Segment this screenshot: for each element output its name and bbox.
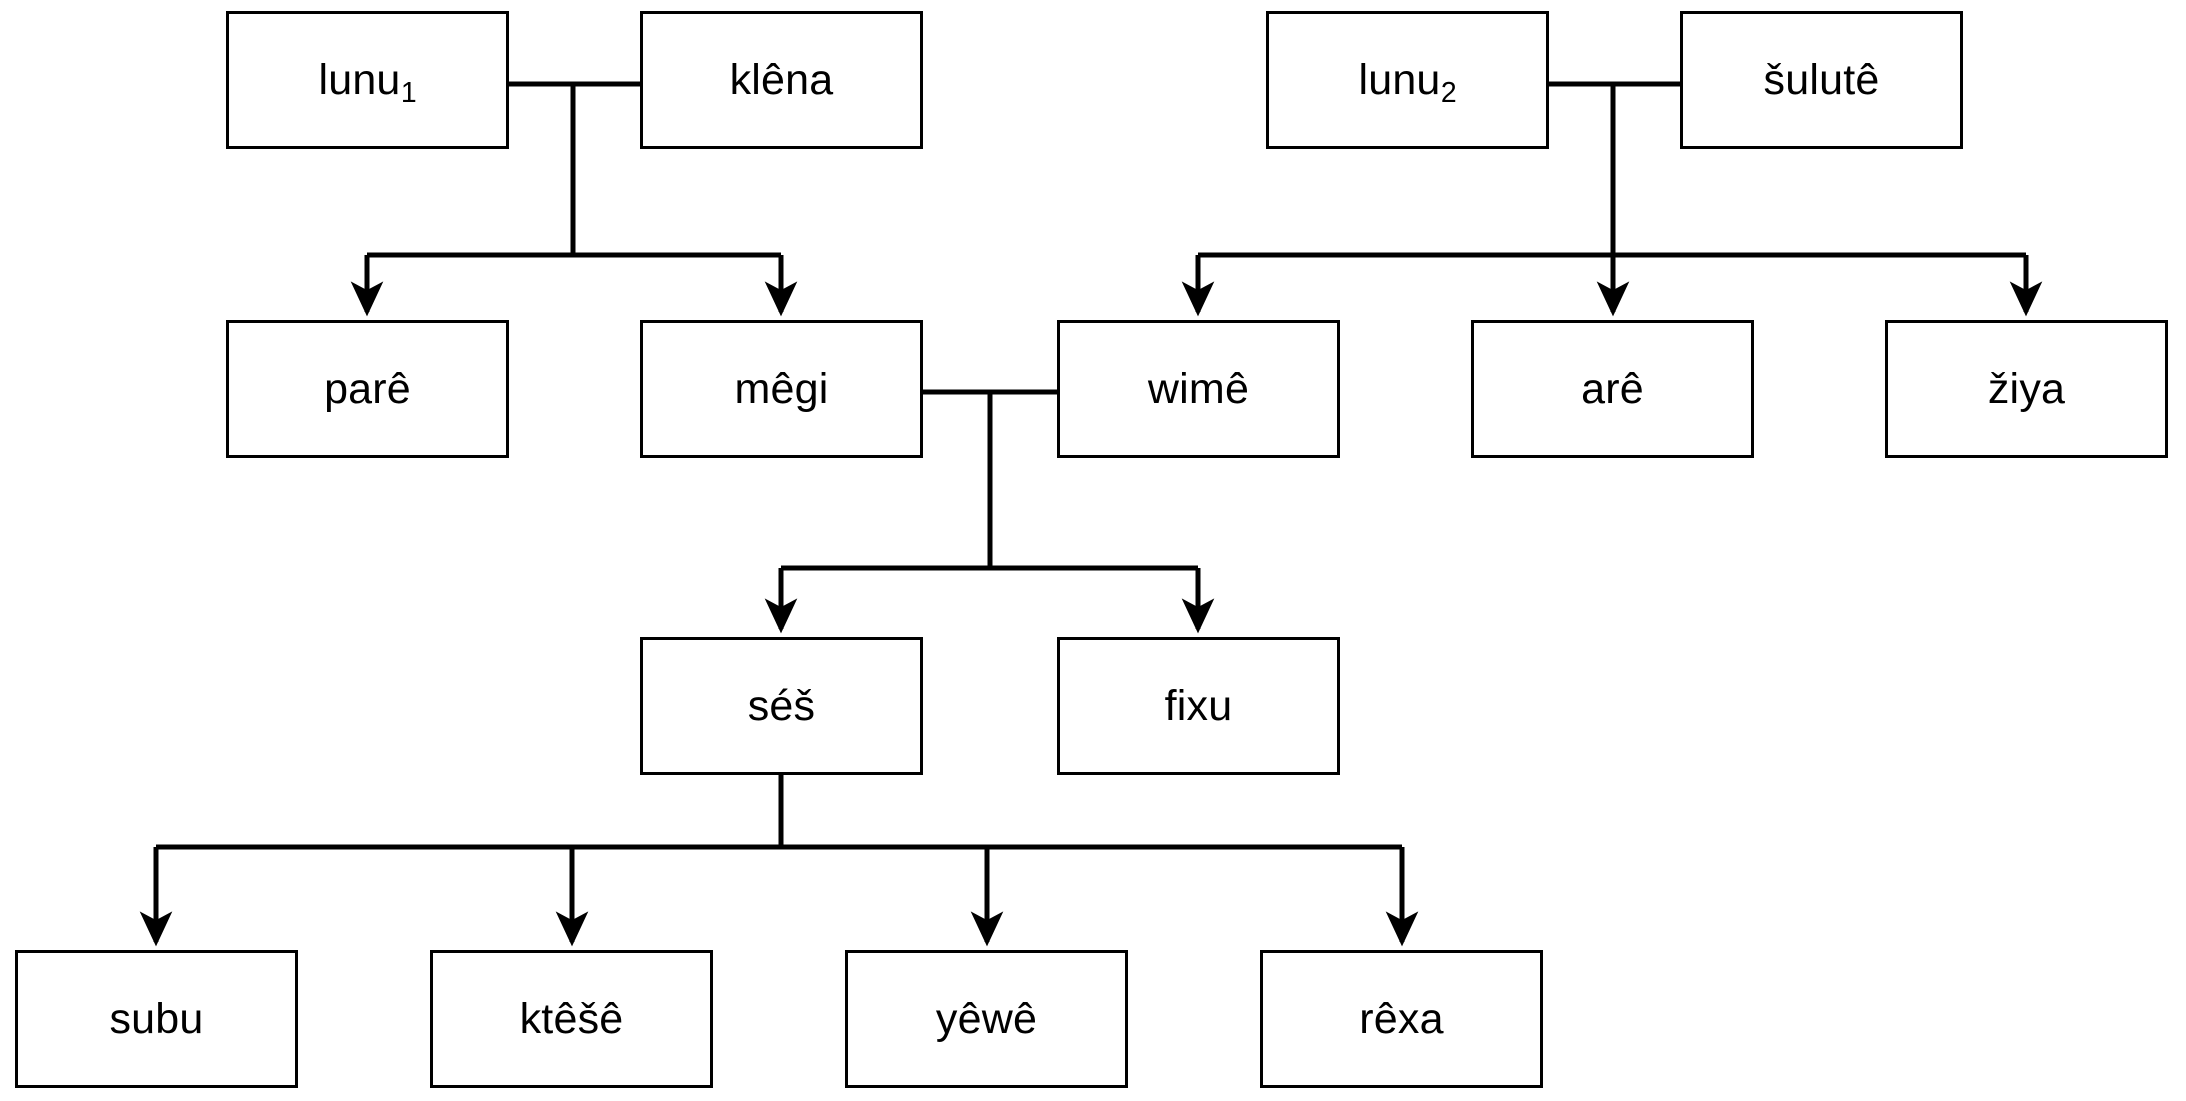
node-label-wime: wimê (1147, 364, 1250, 413)
node-label-ktese: ktêšê (519, 994, 624, 1043)
node-label-lunu2: lunu2 (1358, 55, 1457, 109)
node-label-yewe: yêwê (935, 994, 1038, 1043)
node-label-ziya: žiya (1987, 364, 2066, 413)
node-lunu2[interactable]: lunu2 (1266, 11, 1549, 149)
node-are[interactable]: arê (1471, 320, 1754, 458)
node-label-pare: parê (324, 364, 411, 413)
node-label-fixu: fixu (1164, 681, 1233, 730)
node-label-klena: klêna (729, 55, 834, 104)
node-ziya[interactable]: žiya (1885, 320, 2168, 458)
node-ktese[interactable]: ktêšê (430, 950, 713, 1088)
node-subu[interactable]: subu (15, 950, 298, 1088)
node-label-megi: mêgi (734, 364, 829, 413)
node-label-rexa: rêxa (1359, 994, 1444, 1043)
node-klena[interactable]: klêna (640, 11, 923, 149)
node-ses[interactable]: séš (640, 637, 923, 775)
node-label-are: arê (1581, 364, 1644, 413)
node-lunu1[interactable]: lunu1 (226, 11, 509, 149)
node-sulute[interactable]: šulutê (1680, 11, 1963, 149)
node-label-subu: subu (109, 994, 204, 1043)
node-yewe[interactable]: yêwê (845, 950, 1128, 1088)
node-megi[interactable]: mêgi (640, 320, 923, 458)
node-rexa[interactable]: rêxa (1260, 950, 1543, 1088)
node-label-ses: séš (747, 681, 816, 730)
node-pare[interactable]: parê (226, 320, 509, 458)
node-wime[interactable]: wimê (1057, 320, 1340, 458)
node-label-sulute: šulutê (1763, 55, 1880, 104)
node-label-lunu1: lunu1 (318, 55, 417, 109)
node-fixu[interactable]: fixu (1057, 637, 1340, 775)
